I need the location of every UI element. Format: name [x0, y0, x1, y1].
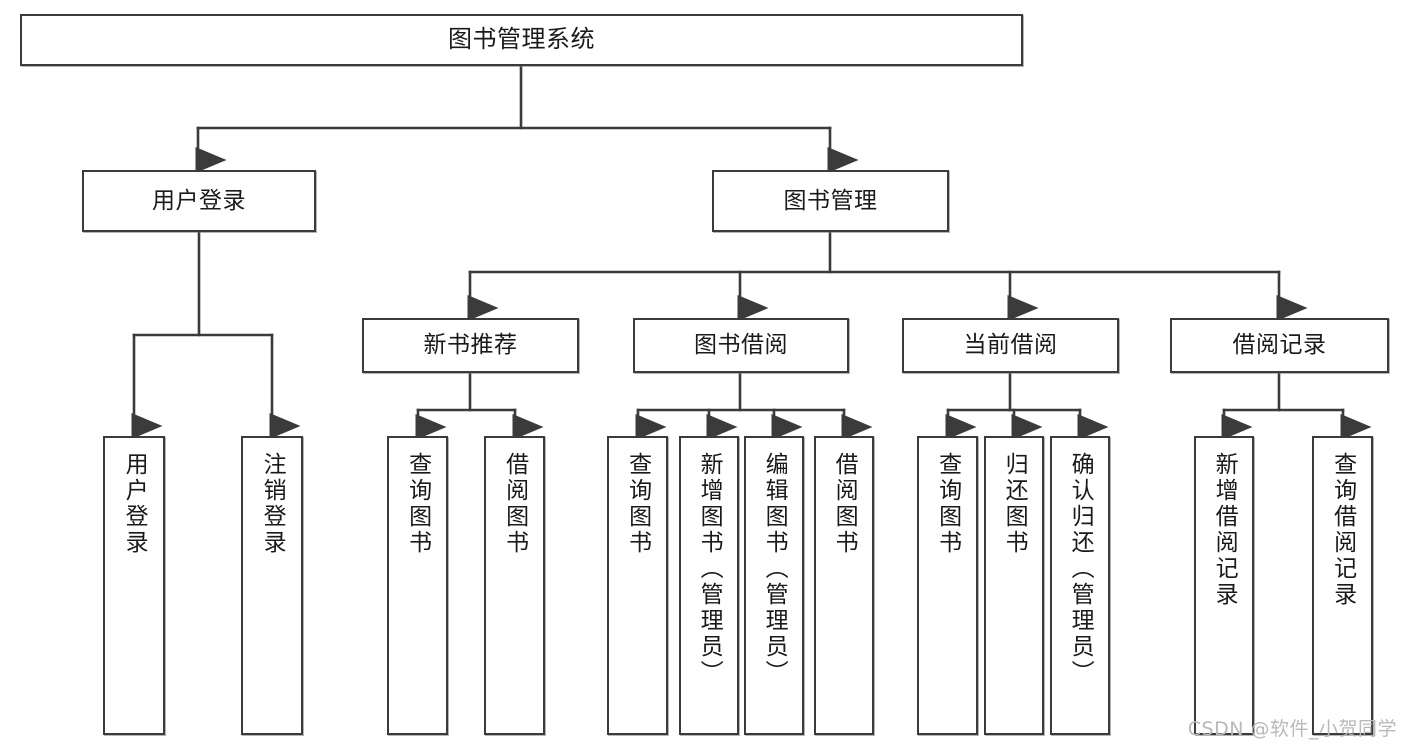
node-leaf-query-book-1[interactable]: 查询图书	[387, 436, 448, 735]
node-current-borrow[interactable]: 当前借阅	[902, 318, 1119, 373]
node-leaf-query-record-label: 查询借阅记录	[1329, 452, 1356, 608]
node-leaf-query-book-2-label: 查询图书	[624, 452, 651, 556]
node-book-borrow-label: 图书借阅	[694, 332, 788, 359]
node-leaf-query-book-3-label: 查询图书	[934, 452, 961, 556]
node-leaf-borrow-book-1[interactable]: 借阅图书	[484, 436, 545, 735]
node-leaf-return-book-label: 归还图书	[1001, 452, 1028, 556]
node-borrow-record[interactable]: 借阅记录	[1170, 318, 1389, 373]
watermark: CSDN @软件_小贺同学	[1187, 718, 1397, 740]
node-leaf-user-logout-label: 注销登录	[259, 452, 286, 556]
node-leaf-borrow-book-1-label: 借阅图书	[501, 452, 528, 556]
node-leaf-return-book[interactable]: 归还图书	[984, 436, 1044, 735]
node-current-borrow-label: 当前借阅	[963, 332, 1058, 359]
node-book-borrow[interactable]: 图书借阅	[633, 318, 849, 373]
node-book-manage-label: 图书管理	[783, 187, 878, 214]
node-leaf-add-book-label: 新增图书（管理员）	[696, 452, 723, 686]
node-leaf-query-book-3[interactable]: 查询图书	[917, 436, 978, 735]
node-leaf-add-book[interactable]: 新增图书（管理员）	[679, 436, 739, 735]
node-root-label: 图书管理系统	[448, 25, 595, 54]
node-leaf-confirm-return-label: 确认归还（管理员）	[1067, 452, 1094, 686]
node-leaf-add-record-label: 新增借阅记录	[1211, 452, 1238, 608]
node-leaf-query-book-2[interactable]: 查询图书	[607, 436, 668, 735]
node-book-manage[interactable]: 图书管理	[712, 170, 949, 232]
node-leaf-user-login[interactable]: 用户登录	[103, 436, 165, 735]
node-leaf-add-record[interactable]: 新增借阅记录	[1194, 436, 1254, 735]
node-leaf-borrow-book-2-label: 借阅图书	[831, 452, 858, 556]
node-root[interactable]: 图书管理系统	[20, 14, 1023, 66]
node-new-book-rec[interactable]: 新书推荐	[362, 318, 579, 373]
node-borrow-record-label: 借阅记录	[1232, 332, 1327, 359]
node-new-book-rec-label: 新书推荐	[423, 332, 518, 359]
node-user-login[interactable]: 用户登录	[82, 170, 316, 232]
node-leaf-user-login-label: 用户登录	[121, 452, 148, 556]
node-leaf-borrow-book-2[interactable]: 借阅图书	[814, 436, 874, 735]
node-leaf-edit-book-label: 编辑图书（管理员）	[761, 452, 788, 686]
node-leaf-confirm-return[interactable]: 确认归还（管理员）	[1050, 436, 1110, 735]
node-leaf-query-record[interactable]: 查询借阅记录	[1312, 436, 1373, 735]
node-leaf-user-logout[interactable]: 注销登录	[241, 436, 303, 735]
node-leaf-query-book-1-label: 查询图书	[404, 452, 431, 556]
node-leaf-edit-book[interactable]: 编辑图书（管理员）	[744, 436, 804, 735]
node-user-login-label: 用户登录	[152, 187, 246, 214]
